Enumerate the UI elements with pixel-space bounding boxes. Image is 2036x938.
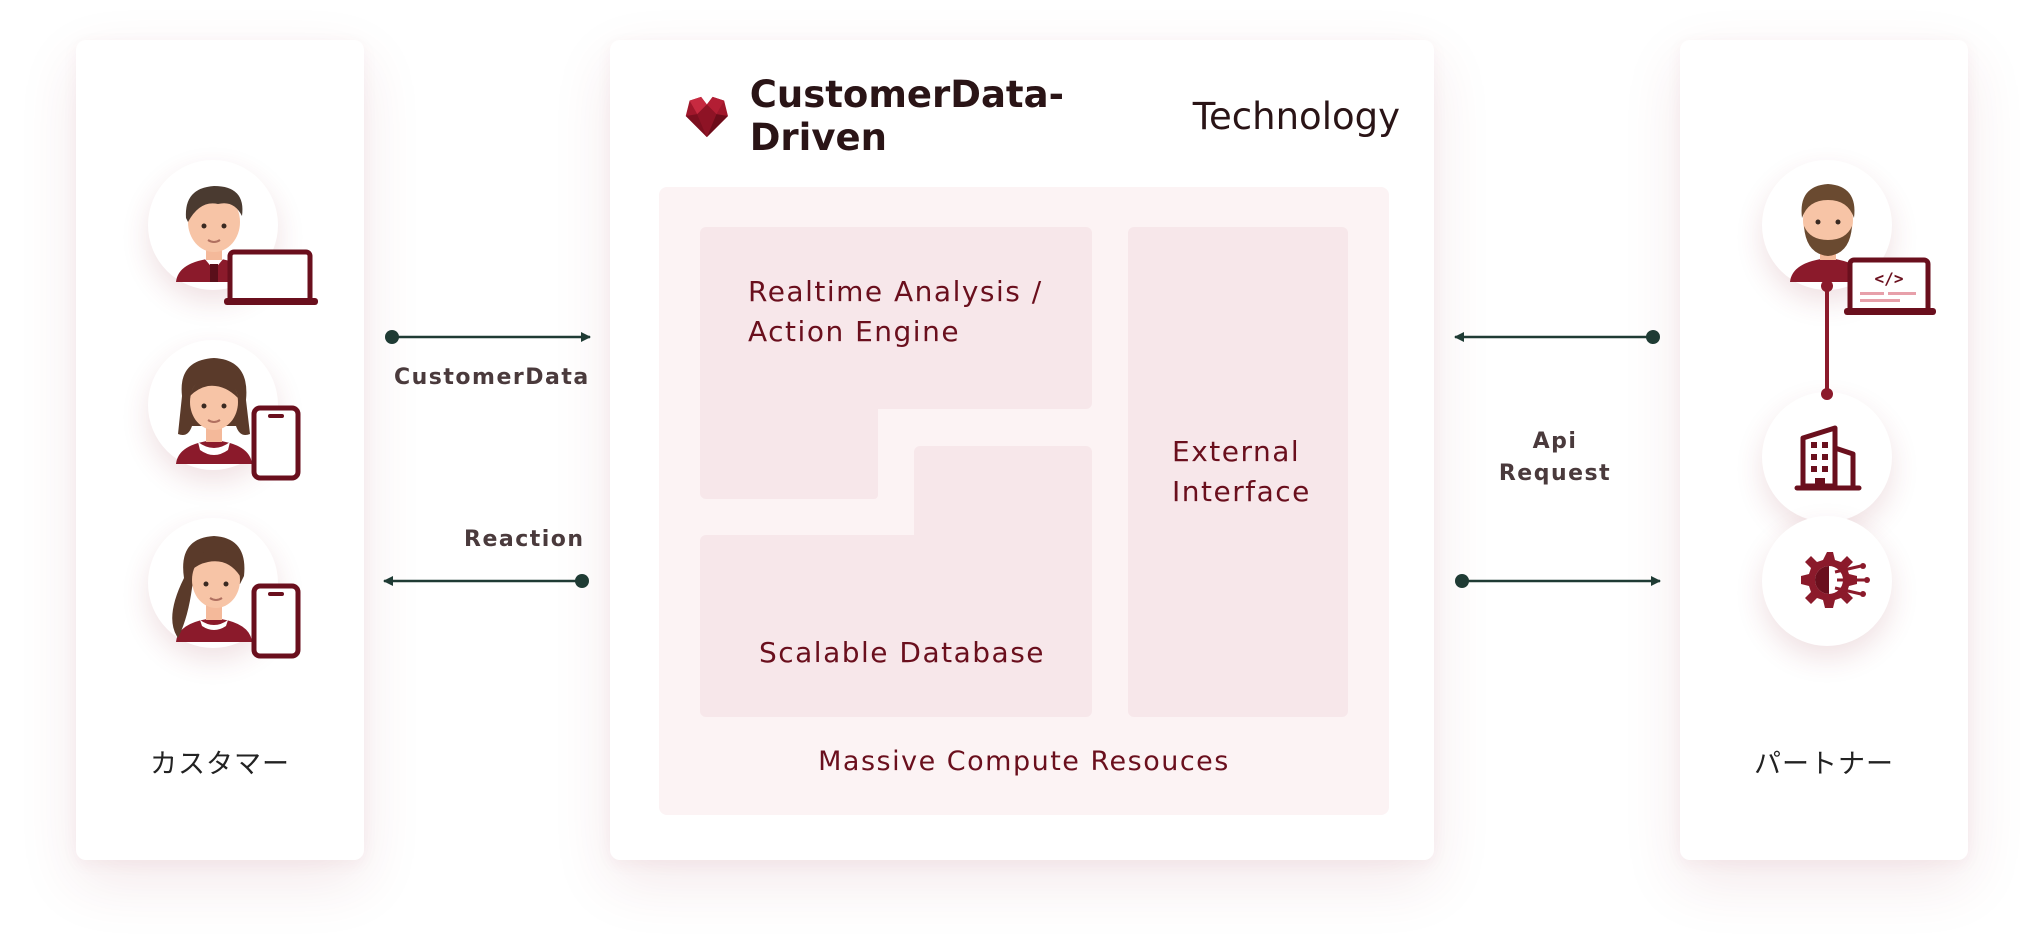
external-interface-label-line1: External [1172, 435, 1301, 468]
customer-3-avatar-bg [148, 518, 278, 648]
realtime-engine-block-bottom [700, 405, 878, 499]
scalable-database-block-top [914, 446, 1092, 538]
api-request-label-line2: Request [1498, 461, 1612, 486]
realtime-engine-block-top [700, 227, 1092, 409]
title-light: Technology [1192, 94, 1400, 138]
api-request-label-line1: Api [1532, 429, 1578, 454]
api-request-outbound-arrow [1455, 574, 1661, 588]
reaction-arrow [383, 574, 589, 588]
partner-3-avatar-bg [1762, 516, 1892, 646]
api-request-label: Api Request [1480, 426, 1630, 490]
partner-1-avatar-bg [1762, 160, 1892, 290]
external-interface-block [1128, 227, 1348, 717]
realtime-engine-label: Realtime Analysis / Action Engine [748, 272, 1043, 352]
customer-column-label: カスタマー [150, 749, 290, 780]
heart-gem-icon [685, 96, 728, 138]
customer-1-avatar-bg [148, 160, 278, 290]
realtime-engine-label-line1: Realtime Analysis / [748, 275, 1043, 308]
customer-data-label: CustomerData [394, 365, 590, 390]
external-interface-label: External Interface [1172, 432, 1311, 512]
massive-compute-label: Massive Compute Resouces [818, 746, 1230, 777]
external-interface-label-line2: Interface [1172, 475, 1311, 508]
partner-column-label: パートナー [1754, 749, 1894, 780]
reaction-label: Reaction [464, 527, 585, 552]
customer-data-arrow [385, 330, 591, 344]
diagram-title: CustomerData-Driven Technology [680, 73, 1400, 159]
scalable-database-block-bottom [700, 535, 1092, 717]
partner-2-avatar-bg [1762, 392, 1892, 522]
title-bold: CustomerData-Driven [749, 73, 1064, 159]
api-request-inbound-arrow [1454, 330, 1660, 344]
customer-2-avatar-bg [148, 340, 278, 470]
scalable-database-label: Scalable Database [758, 636, 1046, 669]
realtime-engine-label-line2: Action Engine [748, 315, 961, 348]
